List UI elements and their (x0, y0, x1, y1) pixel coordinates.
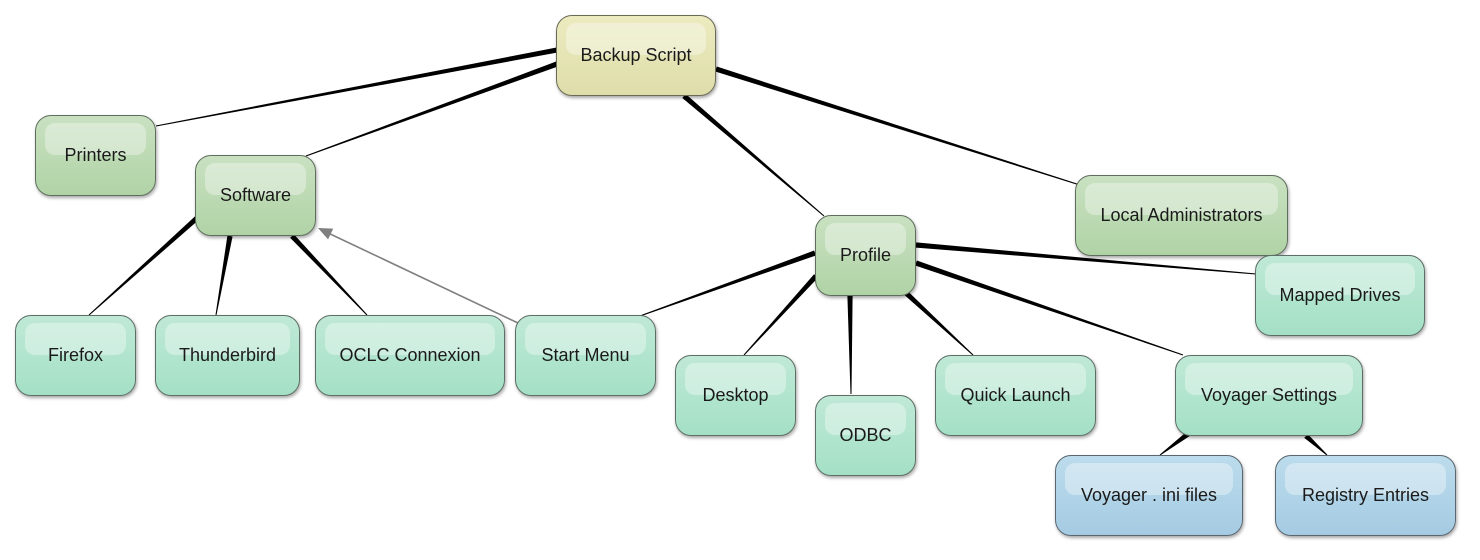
link-backup-script-to-local-administrators (715, 66, 1084, 187)
node-registry-entries[interactable]: Registry Entries (1275, 455, 1456, 536)
node-oclc-connexion[interactable]: OCLC Connexion (315, 315, 505, 396)
node-label: Profile (839, 245, 892, 265)
node-label: Mapped Drives (1279, 285, 1401, 305)
node-label: Backup Script (580, 45, 692, 65)
link-profile-to-desktop (743, 274, 818, 356)
node-label: Local Administrators (1100, 205, 1263, 225)
link-profile-to-mapped-drives (915, 242, 1257, 275)
arrowhead-icon (318, 228, 334, 240)
node-label: OCLC Connexion (339, 345, 481, 365)
node-profile[interactable]: Profile (815, 215, 916, 296)
link-software-to-thunderbird (215, 235, 233, 316)
node-label: Start Menu (541, 345, 630, 365)
node-thunderbird[interactable]: Thunderbird (155, 315, 300, 396)
node-printers[interactable]: Printers (35, 115, 156, 196)
link-software-to-firefox (88, 216, 199, 316)
node-mapped-drives[interactable]: Mapped Drives (1255, 255, 1425, 336)
node-firefox[interactable]: Firefox (15, 315, 136, 396)
link-backup-script-to-profile (682, 94, 825, 217)
node-label: Quick Launch (960, 385, 1071, 405)
cross-link-start-menu-to-software (325, 231, 519, 324)
link-backup-script-to-printers (155, 47, 558, 127)
link-profile-to-odbc (847, 295, 853, 395)
node-software[interactable]: Software (195, 155, 316, 236)
link-backup-script-to-software (305, 61, 558, 157)
node-label: Thunderbird (178, 345, 277, 365)
node-label: Firefox (47, 345, 103, 365)
node-label: Software (219, 185, 292, 205)
node-label: Voyager . ini files (1080, 485, 1218, 505)
node-start-menu[interactable]: Start Menu (515, 315, 656, 396)
node-backup-script[interactable]: Backup Script (556, 15, 716, 96)
node-label: Registry Entries (1301, 485, 1430, 505)
link-software-to-oclc-connexion (290, 234, 368, 316)
node-label: Printers (64, 145, 127, 165)
node-desktop[interactable]: Desktop (675, 355, 796, 436)
node-voyager-ini-files[interactable]: Voyager . ini files (1055, 455, 1243, 536)
link-profile-to-voyager-settings (915, 260, 1184, 356)
node-label: ODBC (839, 425, 892, 445)
link-voyager-settings-to-voyager-ini-files (1159, 431, 1190, 456)
node-local-administrators[interactable]: Local Administrators (1075, 175, 1288, 256)
node-odbc[interactable]: ODBC (815, 395, 916, 476)
node-label: Voyager Settings (1200, 385, 1338, 405)
link-voyager-settings-to-registry-entries (1304, 434, 1328, 456)
link-profile-to-start-menu (639, 250, 816, 317)
link-profile-to-quick-launch (904, 291, 974, 356)
node-quick-launch[interactable]: Quick Launch (935, 355, 1096, 436)
node-voyager-settings[interactable]: Voyager Settings (1175, 355, 1363, 436)
node-label: Desktop (702, 385, 769, 405)
